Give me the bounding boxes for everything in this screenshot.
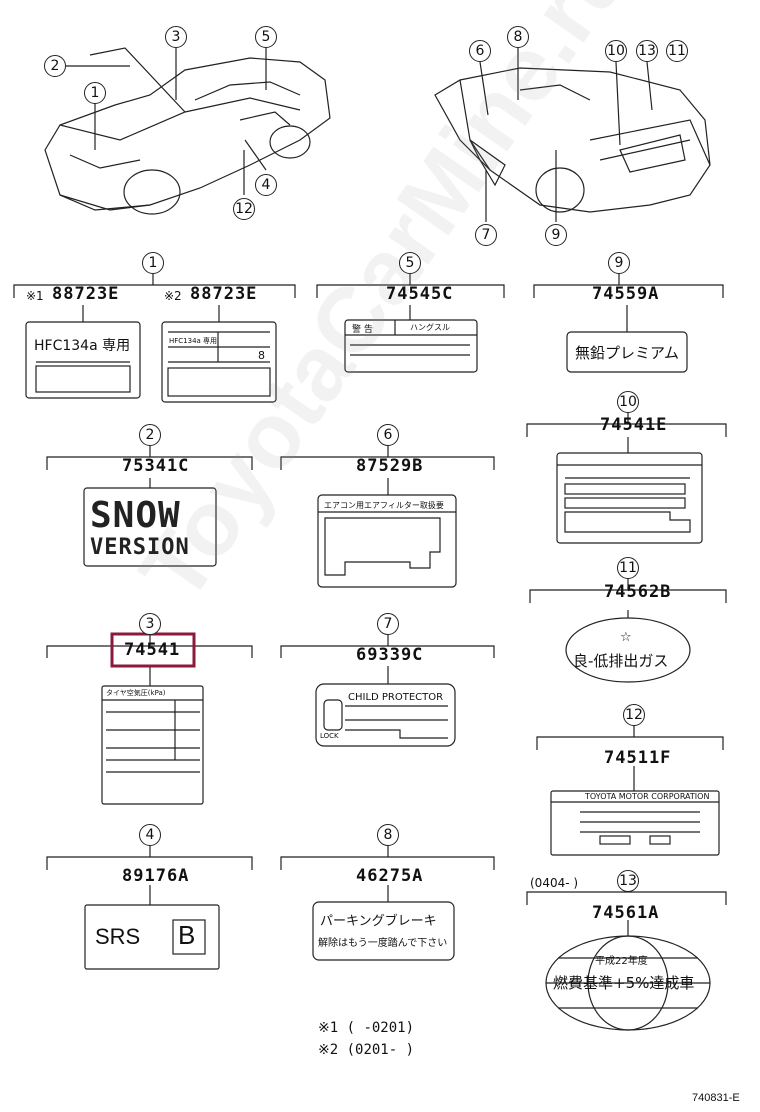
label-11-text: 良-低排出ガス bbox=[573, 652, 669, 670]
callout-9: 9 bbox=[608, 252, 630, 274]
part-number-87529b[interactable]: 87529B bbox=[356, 456, 424, 476]
callout-10: 10 bbox=[617, 391, 639, 413]
callout-6-car: 6 bbox=[469, 40, 491, 62]
callout-5-car: 5 bbox=[255, 26, 277, 48]
label-7-lock: LOCK bbox=[320, 732, 339, 740]
callout-1: 1 bbox=[142, 252, 164, 274]
callout-4: 4 bbox=[139, 824, 161, 846]
callout-10-car: 10 bbox=[605, 40, 627, 62]
label-12-text: TOYOTA MOTOR CORPORATION bbox=[585, 792, 710, 801]
label-4-srs: SRS bbox=[95, 924, 141, 949]
part-number-74562b[interactable]: 74562B bbox=[604, 582, 672, 602]
callout-8: 8 bbox=[377, 824, 399, 846]
callout-3: 3 bbox=[139, 613, 161, 635]
callout-11-car: 11 bbox=[666, 40, 688, 62]
part-number-89176a[interactable]: 89176A bbox=[122, 866, 190, 886]
callout-7-car: 7 bbox=[475, 224, 497, 246]
label-7-text: CHILD PROTECTOR bbox=[348, 692, 444, 703]
callout-2-car: 2 bbox=[44, 55, 66, 77]
label-3-text: タイヤ空気圧(kPa) bbox=[106, 689, 166, 697]
part-number-74541e[interactable]: 74541E bbox=[600, 415, 668, 435]
part-number-88723e-2[interactable]: 88723E bbox=[190, 284, 258, 304]
front-car-illustration bbox=[44, 47, 331, 215]
callout-2: 2 bbox=[139, 424, 161, 446]
label-1b-text: HFC134a 専用 bbox=[169, 337, 218, 345]
part-number-88723e-1[interactable]: 88723E bbox=[52, 284, 120, 304]
label-1b-value: 8 bbox=[258, 349, 265, 362]
footnote-2: ※2 (0201- ) bbox=[318, 1042, 415, 1058]
callout-1-car: 1 bbox=[84, 82, 106, 104]
label-8-line2: 解除はもう一度踏んで下さい bbox=[318, 938, 448, 949]
label-5-text2: ハングスル bbox=[410, 323, 450, 332]
part-number-74561a[interactable]: 74561A bbox=[592, 903, 660, 923]
part-number-74541[interactable]: 74541 bbox=[124, 640, 181, 660]
footnote-1: ※1 ( -0201) bbox=[318, 1020, 415, 1036]
label-8-line1: パーキングブレーキ bbox=[320, 914, 437, 929]
date-range-13: (0404- ) bbox=[530, 876, 579, 890]
callout-12: 12 bbox=[623, 704, 645, 726]
label-5-text1: 警 告 bbox=[352, 325, 373, 335]
label-2-version: VERSION bbox=[90, 535, 190, 560]
label-1a-text: HFC134a 専用 bbox=[34, 338, 131, 354]
label-2-snow: SNOW bbox=[90, 495, 181, 536]
label-13-line2: 燃費基準+5%達成車 bbox=[553, 974, 695, 992]
label-6-text: エアコン用エアフィルター取扱要 bbox=[324, 501, 444, 510]
label-4-box: B bbox=[178, 920, 196, 950]
callout-11: 11 bbox=[617, 557, 639, 579]
callout-3-car: 3 bbox=[165, 26, 187, 48]
callout-9-car: 9 bbox=[545, 224, 567, 246]
callout-4-car: 4 bbox=[255, 174, 277, 196]
part-number-46275a[interactable]: 46275A bbox=[356, 866, 424, 886]
rear-car-illustration bbox=[434, 67, 711, 213]
diagram-id: 740831-E bbox=[692, 1092, 740, 1104]
callout-6: 6 bbox=[377, 424, 399, 446]
callout-7: 7 bbox=[377, 613, 399, 635]
callout-13: 13 bbox=[617, 870, 639, 892]
part-number-74511f[interactable]: 74511F bbox=[604, 748, 672, 768]
label-13-line1: 平成22年度 bbox=[595, 956, 648, 967]
part-number-74559a[interactable]: 74559A bbox=[592, 284, 660, 304]
callout-13-car: 13 bbox=[636, 40, 658, 62]
callout-12-car: 12 bbox=[233, 198, 255, 220]
note-marker-2: ※2 bbox=[164, 289, 182, 303]
note-marker-1: ※1 bbox=[26, 289, 44, 303]
part-number-74545c[interactable]: 74545C bbox=[386, 284, 454, 304]
part-number-75341c[interactable]: 75341C bbox=[122, 456, 190, 476]
callout-8-car: 8 bbox=[507, 26, 529, 48]
part-number-69339c[interactable]: 69339C bbox=[356, 645, 424, 665]
star-icon: ☆ bbox=[620, 630, 632, 645]
callout-5: 5 bbox=[399, 252, 421, 274]
label-9-text: 無鉛プレミアム bbox=[575, 344, 679, 362]
